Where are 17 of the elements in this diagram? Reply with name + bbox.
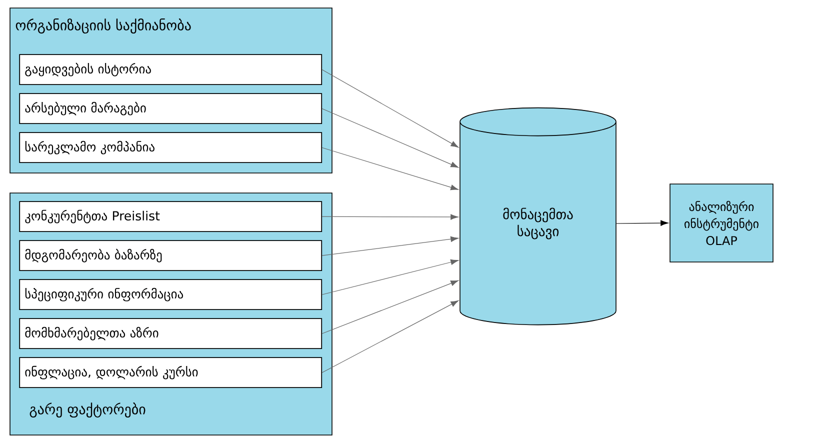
input-box: მდგომარეობა ბაზარზე xyxy=(19,240,322,272)
input-box: ინფლაცია, დოლარის კურსი xyxy=(19,357,322,388)
input-box: კონკურენტთა Preislist xyxy=(19,201,322,232)
group-heading: გარე ფაქტორები xyxy=(30,402,146,418)
input-box: სპეციფიკური ინფორმაცია xyxy=(19,279,322,310)
arrow xyxy=(322,259,459,295)
group-heading: ორგანიზაციის საქმიანობა xyxy=(16,18,191,34)
input-box: სარეკლამო კომპანია xyxy=(19,132,322,164)
tool-box: ანალიზური ინსტრუმენტი OLAP xyxy=(670,184,774,262)
input-box: არსებული მარაგები xyxy=(19,93,322,124)
arrow xyxy=(322,147,459,190)
database-cylinder: მონაცემთა საცავი xyxy=(460,107,616,326)
arrow xyxy=(322,214,459,220)
arrow xyxy=(616,220,669,226)
input-box: გაყიდვების ისტორია xyxy=(19,54,322,86)
arrow xyxy=(322,236,459,256)
input-box: მომხმარებელთა აზრი xyxy=(19,318,322,350)
